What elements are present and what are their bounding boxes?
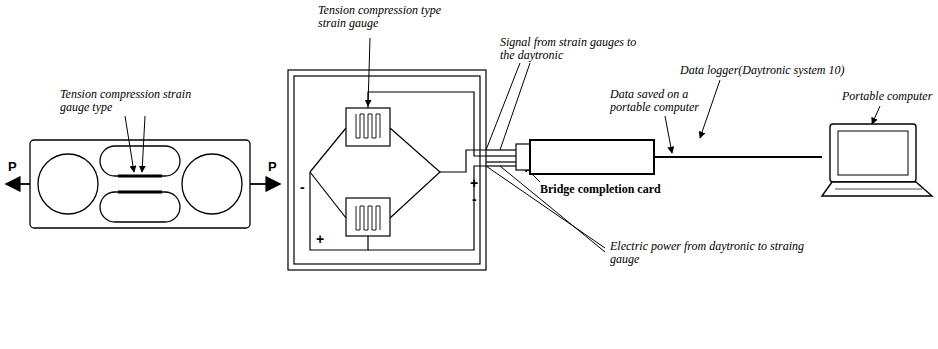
wheatstone-bridge: [310, 92, 486, 250]
logger-label: Data logger(Daytronic system 10): [680, 64, 880, 77]
data-cable: [654, 156, 822, 158]
terminal-sign: -: [300, 180, 310, 195]
specimen-gauges: [118, 176, 162, 192]
specimen-gauge-label: Tension compression strain gauge type: [60, 88, 205, 113]
card-label: Bridge completion card: [540, 183, 710, 196]
specimen: [30, 140, 250, 228]
data-logger-box: [530, 140, 654, 174]
saved-label: Data saved on a portable computer: [610, 88, 720, 113]
load-arrows: [6, 183, 280, 185]
computer-label: Portable computer: [842, 90, 934, 103]
terminal-sign: -: [472, 192, 482, 207]
bridge-completion-card: [516, 144, 530, 170]
power-label: Electric power from daytronic to straing…: [610, 240, 810, 265]
terminal-sign: +: [316, 232, 328, 247]
terminal-sign: +: [470, 176, 482, 191]
laptop: [822, 124, 932, 196]
leader-lines: [125, 38, 880, 252]
load-label: P: [268, 160, 284, 174]
bridge-housing: [288, 70, 486, 270]
signal-label: Signal from strain gauges to the daytron…: [500, 36, 650, 61]
load-label: P: [8, 160, 24, 174]
gauge-label: Tension compression type strain gauge: [318, 4, 448, 29]
cable-to-logger: [486, 150, 516, 166]
